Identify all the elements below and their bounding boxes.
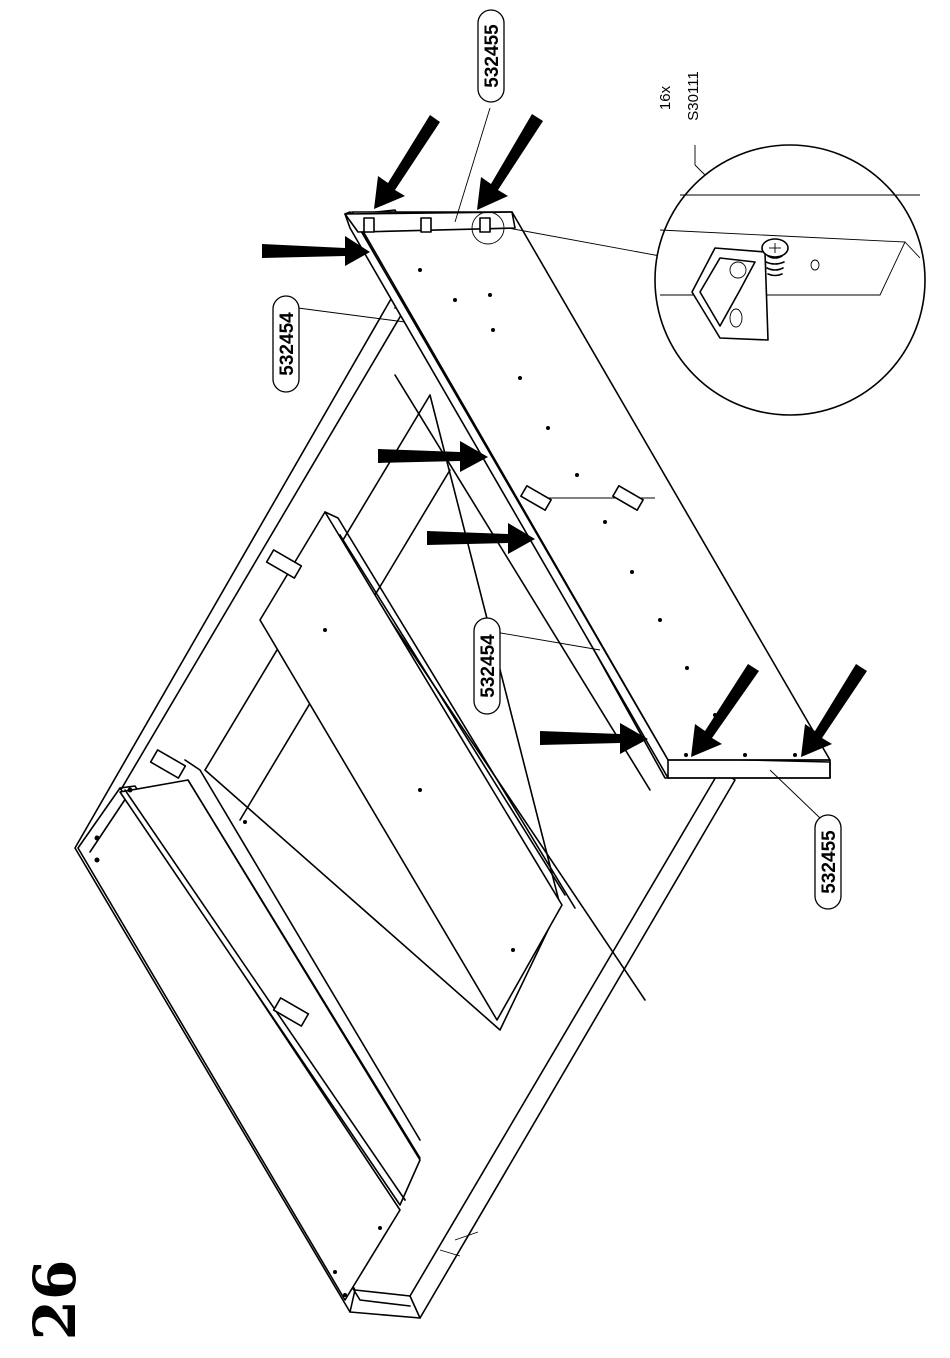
step-number: 26 bbox=[21, 1260, 89, 1341]
arrow-6 bbox=[477, 114, 543, 210]
part-label-532455-bottom: 532455 bbox=[815, 815, 841, 909]
arrow-1 bbox=[262, 236, 370, 266]
arrow-8 bbox=[801, 664, 867, 757]
part-code-label: 532454 bbox=[277, 312, 298, 376]
arrow-5 bbox=[374, 115, 440, 209]
part-label-532454-center: 532454 bbox=[474, 618, 500, 714]
hardware-code: S30111 bbox=[685, 71, 702, 121]
arrow-4 bbox=[540, 723, 648, 754]
hardware-label: 16x S30111 bbox=[657, 71, 702, 121]
part-code-label: 532455 bbox=[482, 24, 503, 88]
part-code-label: 532455 bbox=[819, 830, 840, 894]
part-code-label: 532454 bbox=[478, 634, 499, 698]
part-label-532454-left: 532454 bbox=[273, 296, 299, 392]
part-label-532455-top: 532455 bbox=[478, 10, 504, 102]
hardware-quantity: 16x bbox=[657, 85, 674, 110]
